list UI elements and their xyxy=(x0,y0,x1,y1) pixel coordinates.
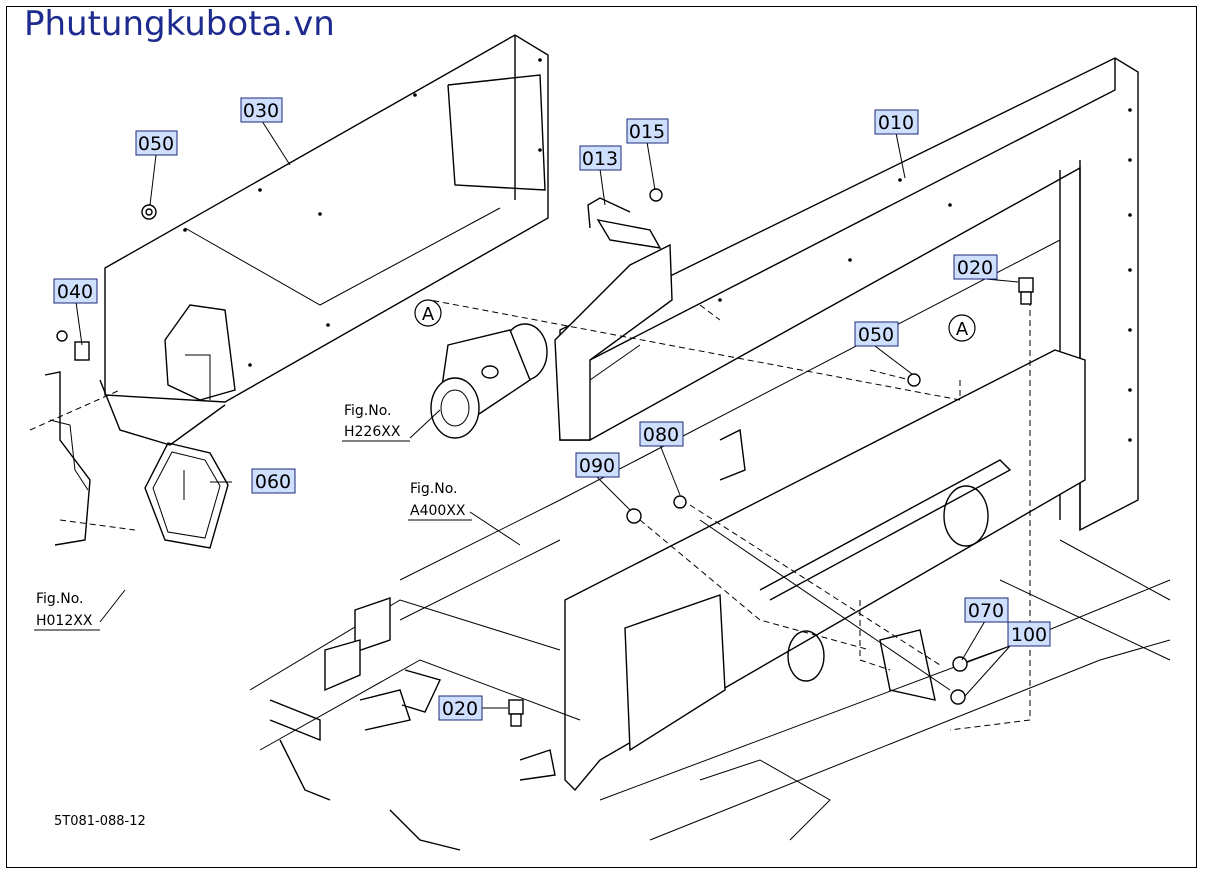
svg-text:070: 070 xyxy=(968,600,1004,622)
bolt-050-right xyxy=(907,373,921,387)
assembly-lines xyxy=(429,299,1031,731)
svg-text:090: 090 xyxy=(579,455,615,477)
svg-text:Fig.No.: Fig.No. xyxy=(410,481,458,497)
part-label-013: 013 xyxy=(579,145,622,171)
cover-panel-030 xyxy=(99,34,549,446)
nut-070 xyxy=(952,656,968,672)
nut-100 xyxy=(950,689,966,705)
left-bracket xyxy=(29,330,136,546)
svg-text:Fig.No.: Fig.No. xyxy=(344,403,392,419)
svg-text:A: A xyxy=(956,319,969,340)
svg-text:050: 050 xyxy=(138,133,174,155)
svg-text:A400XX: A400XX xyxy=(410,503,466,519)
part-label-080: 080 xyxy=(639,421,684,447)
svg-text:A: A xyxy=(422,304,435,325)
lower-frame xyxy=(249,239,1171,851)
part-label-090: 090 xyxy=(575,452,620,478)
svg-text:020: 020 xyxy=(957,257,993,279)
nut-090 xyxy=(626,508,642,524)
part-label-050-left: 050 xyxy=(135,130,178,156)
part-label-040: 040 xyxy=(53,278,98,304)
bolt-050-left xyxy=(141,204,157,220)
part-label-050-right: 050 xyxy=(854,321,899,347)
part-label-015: 015 xyxy=(626,118,669,144)
callout-a-left: A xyxy=(414,299,442,327)
seal-060 xyxy=(144,442,229,549)
part-label-070: 070 xyxy=(964,597,1009,623)
part-label-010: 010 xyxy=(874,109,919,135)
svg-text:060: 060 xyxy=(255,471,291,493)
bolt-020-bottom xyxy=(508,699,524,727)
part-label-100: 100 xyxy=(1007,621,1051,647)
svg-text:080: 080 xyxy=(643,424,679,446)
svg-text:013: 013 xyxy=(582,148,618,170)
motor-assembly xyxy=(430,323,548,439)
part-label-030: 030 xyxy=(240,97,283,123)
bracket-013 xyxy=(554,188,673,441)
drawing-code: 5T081-088-12 xyxy=(54,814,146,829)
svg-text:H226XX: H226XX xyxy=(344,424,401,440)
site-watermark: Phutungkubota.vn xyxy=(24,4,335,44)
svg-text:010: 010 xyxy=(878,112,914,134)
svg-text:040: 040 xyxy=(57,281,93,303)
drawing-frame xyxy=(6,6,1197,868)
part-label-060: 060 xyxy=(251,468,296,494)
svg-text:050: 050 xyxy=(858,324,894,346)
svg-text:Fig.No.: Fig.No. xyxy=(36,591,84,607)
part-label-020-bottom: 020 xyxy=(438,695,483,721)
callout-a-right: A xyxy=(948,314,976,342)
bolt-020-right xyxy=(1018,277,1034,305)
fig-ref-h226xx: Fig.No. H226XX xyxy=(342,403,410,442)
fig-ref-h012xx: Fig.No. H012XX xyxy=(34,591,100,631)
svg-text:020: 020 xyxy=(442,698,478,720)
svg-text:H012XX: H012XX xyxy=(36,613,93,629)
part-label-020-right: 020 xyxy=(953,254,998,280)
svg-text:100: 100 xyxy=(1011,624,1047,646)
bolt-080 xyxy=(673,495,687,509)
svg-text:030: 030 xyxy=(243,100,279,122)
svg-text:015: 015 xyxy=(629,121,665,143)
fig-ref-a400xx: Fig.No. A400XX xyxy=(408,481,472,521)
